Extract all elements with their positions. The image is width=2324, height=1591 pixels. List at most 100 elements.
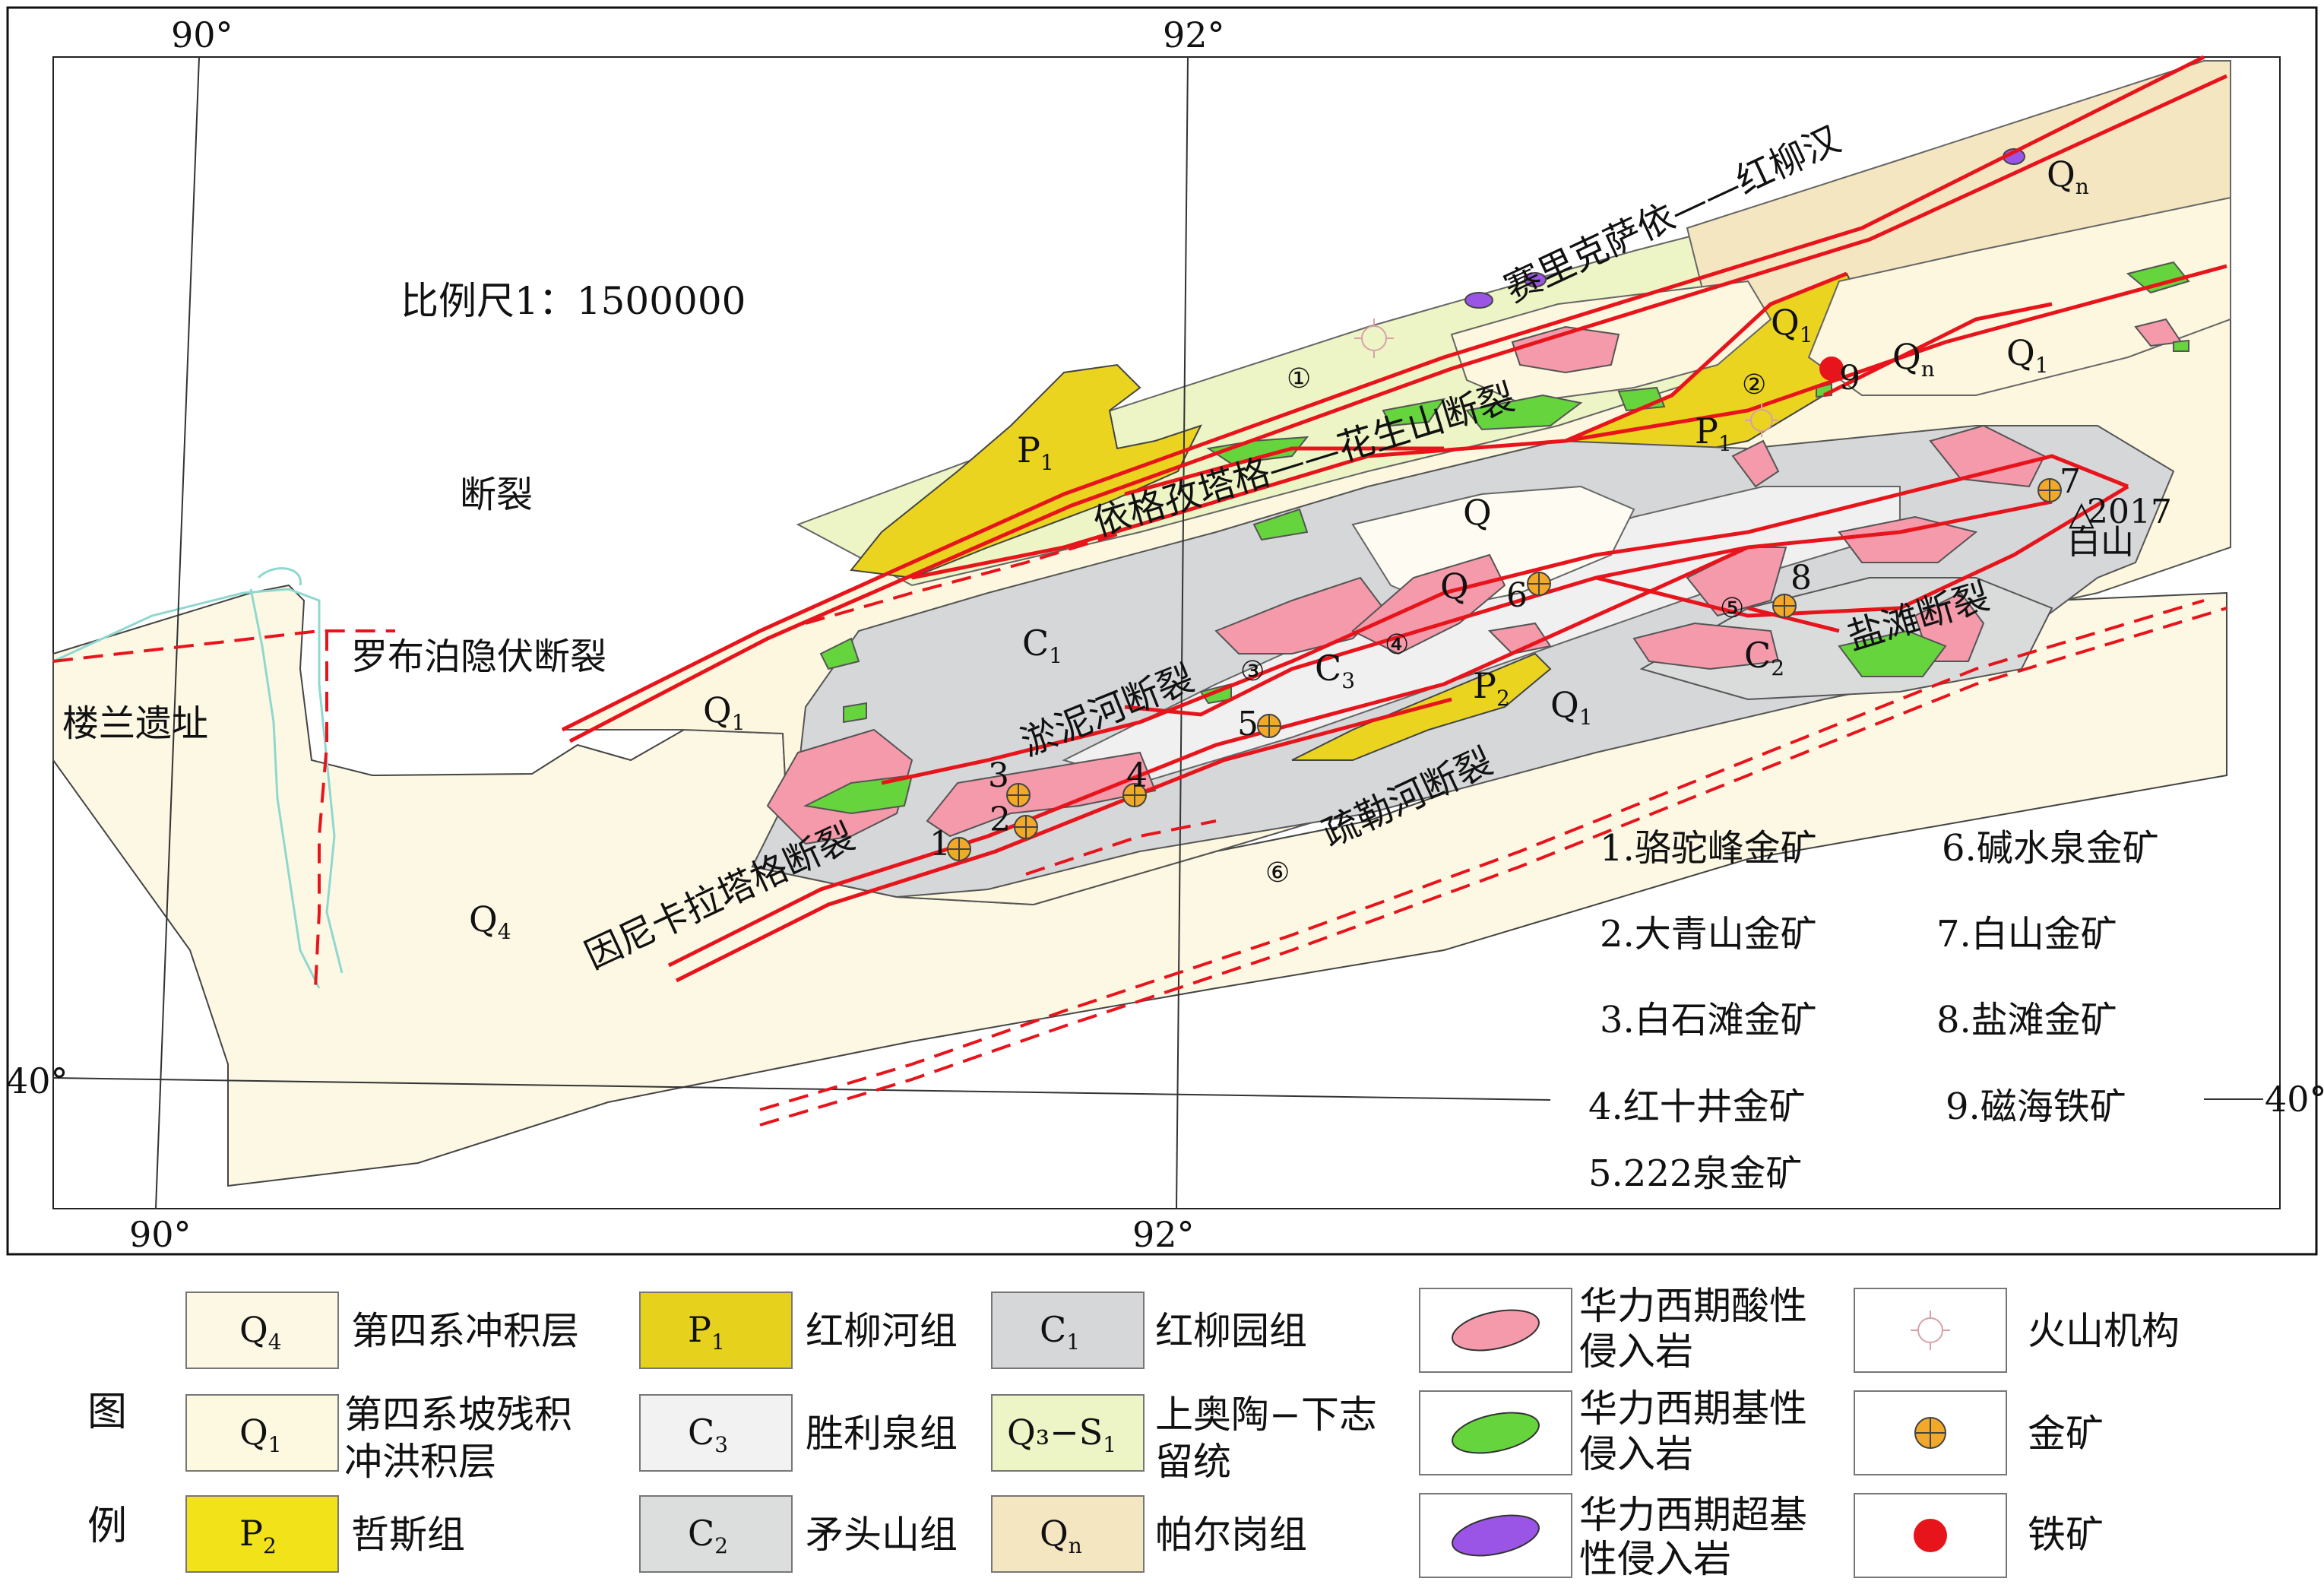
- acid-intrusions: [766, 318, 2183, 845]
- river-line: [52, 588, 290, 663]
- unit-label-c2: C2: [1744, 635, 1784, 680]
- legend-title-char-1: 图: [87, 1390, 127, 1435]
- river-line: [249, 588, 321, 989]
- unit-label-q1-north: Q1: [1771, 302, 1813, 347]
- acid-intrusion: [1351, 553, 1506, 655]
- gold-mine-icon: [1006, 783, 1031, 807]
- legend-label: 帕尔岗组: [1155, 1513, 1307, 1557]
- acid-intrusion: [1511, 325, 1620, 374]
- basic-intrusion: [1382, 398, 1446, 427]
- q4-region: [52, 584, 2227, 1187]
- gold-mine-icon: [1257, 714, 1281, 738]
- fault-lop-horizontal: [52, 629, 395, 663]
- legend-swatch: [1854, 1288, 2007, 1373]
- fault-hidden-north: [805, 531, 1126, 625]
- legend-ultrabasic-symbol: [1452, 1514, 1540, 1557]
- fault-yinni: [667, 545, 1749, 968]
- legend-swatch: [185, 1291, 339, 1369]
- basic-intrusion: [2126, 261, 2190, 294]
- legend-swatch-code: C1: [1040, 1309, 1080, 1355]
- legend-swatch-code: P1: [688, 1309, 725, 1355]
- legend-item-c3: C3 胜利泉组: [639, 1394, 958, 1472]
- legend-item-q3s1: Q₃−S1 上奥陶−下志 留统: [991, 1393, 1377, 1484]
- legend-item-p1: P1 红柳河组: [639, 1291, 958, 1369]
- label-lop-fault: 罗布泊隐伏断裂: [351, 635, 606, 678]
- mine-list-item-2: 2.大青山金矿: [1600, 913, 1817, 956]
- p1-west: [850, 363, 1202, 579]
- fault-numbers: ① ② ③ ④ ⑤ ⑥: [1240, 363, 1766, 889]
- label-peak-mark: △: [2069, 494, 2094, 533]
- legend-label-line2: 性侵入岩: [1579, 1537, 1731, 1581]
- legend-swatch: [639, 1394, 793, 1472]
- mine-list-item-7: 7.白山金矿: [1936, 913, 2117, 956]
- acid-intrusion: [1487, 622, 1552, 655]
- basic-intrusion: [819, 637, 860, 670]
- fault-shule: [759, 599, 2205, 1111]
- legend-label: 火山机构: [2028, 1309, 2180, 1353]
- gold-mine-icon: [1772, 594, 1797, 618]
- fault-saili: [561, 55, 2205, 732]
- mine-list-item-3: 3.白石滩金矿: [1600, 999, 1817, 1041]
- legend-swatch: [185, 1495, 339, 1573]
- fault-shule-3: [1025, 819, 1217, 876]
- legend-label: 铁矿: [2028, 1513, 2104, 1557]
- mine-list-item-9: 9.磁海铁矿: [1946, 1085, 2126, 1128]
- gold-mine-icon: [2037, 478, 2062, 502]
- acid-intrusion: [1838, 515, 1978, 563]
- label-duanlie: 断裂: [460, 474, 533, 516]
- unit-label-qn-mid: Qn: [1892, 336, 1935, 382]
- mine-number-8: 8: [1790, 559, 1812, 597]
- legend-label: 华力西期基性: [1579, 1387, 1807, 1431]
- legend-label: 华力西期超基: [1579, 1493, 1807, 1537]
- legend-label: 红柳园组: [1155, 1309, 1307, 1353]
- volcano-icon: [1354, 319, 1394, 358]
- mine-number-6: 6: [1506, 576, 1528, 615]
- unit-label-c3: C3: [1315, 648, 1355, 693]
- coord-left-40: 40°: [6, 1060, 68, 1101]
- mine-list: 1.骆驼峰金矿 2.大青山金矿 3.白石滩金矿 4.红十井金矿 5.222泉金矿…: [1588, 827, 2159, 1195]
- gold-mine-icon: [1527, 572, 1551, 596]
- map-area: 90° 92° 90° 92° 40° 40° 比例尺1：1500000 断裂 …: [6, 6, 2324, 1256]
- legend-swatch-code: Q1: [239, 1412, 282, 1457]
- legend-swatch-code: Q₃−S1: [1007, 1412, 1116, 1457]
- basic-intrusion: [1838, 629, 1947, 677]
- gold-mine-icon: [1122, 783, 1147, 807]
- fault-shule-2: [759, 607, 2227, 1127]
- legend-item-gold: 金矿: [1854, 1390, 2104, 1475]
- mine-number-9: 9: [1839, 359, 1860, 398]
- legend-swatch: [185, 1394, 339, 1472]
- unit-label-p1-east: P1: [1695, 410, 1732, 456]
- legend-item-acid: 华力西期酸性 侵入岩: [1419, 1284, 1807, 1374]
- meridian-90: [155, 56, 200, 1209]
- legend-item-qn: Qn 帕尔岗组: [991, 1495, 1307, 1573]
- gold-mine-icon: [947, 837, 971, 861]
- legend-swatch: [991, 1291, 1145, 1369]
- gold-mine-icon: [1014, 815, 1038, 839]
- legend-item-ultrabasic: 华力西期超基 性侵入岩: [1419, 1493, 1807, 1581]
- basic-intrusion: [2173, 339, 2189, 352]
- unit-label-c1: C1: [1022, 623, 1062, 668]
- legend-item-basic: 华力西期基性 侵入岩: [1419, 1387, 1807, 1476]
- legend-label: 第四系坡残积: [344, 1393, 572, 1437]
- mine-number-5: 5: [1237, 705, 1259, 743]
- fault-short-east: [1747, 606, 1840, 633]
- legend-volcano-icon: [1911, 1311, 1950, 1350]
- basic-intrusions: [803, 261, 2190, 815]
- legend-label-line2: 冲洪积层: [344, 1440, 496, 1484]
- unit-label-p2: P2: [1473, 665, 1510, 711]
- basic-intrusion: [1465, 394, 1583, 431]
- meridian-92: [1176, 56, 1189, 1209]
- mine-list-item-8: 8.盐滩金矿: [1936, 999, 2117, 1041]
- legend-label-line2: 留统: [1155, 1440, 1231, 1484]
- legend-label: 第四系冲积层: [351, 1309, 579, 1353]
- legend-swatch-code: P2: [239, 1513, 277, 1558]
- legend-swatch: [639, 1291, 793, 1369]
- legend-label: 华力西期酸性: [1579, 1284, 1807, 1328]
- basic-intrusion: [1252, 508, 1309, 541]
- ultrabasic-intrusions: [1464, 148, 2025, 309]
- fault-p1-east: [1565, 271, 1847, 443]
- legend-label-line2: 侵入岩: [1579, 1432, 1693, 1476]
- legend-item-c2: C2 矛头山组: [639, 1495, 958, 1573]
- parallel-40: [52, 1077, 1551, 1101]
- gold-mines: [947, 478, 2062, 861]
